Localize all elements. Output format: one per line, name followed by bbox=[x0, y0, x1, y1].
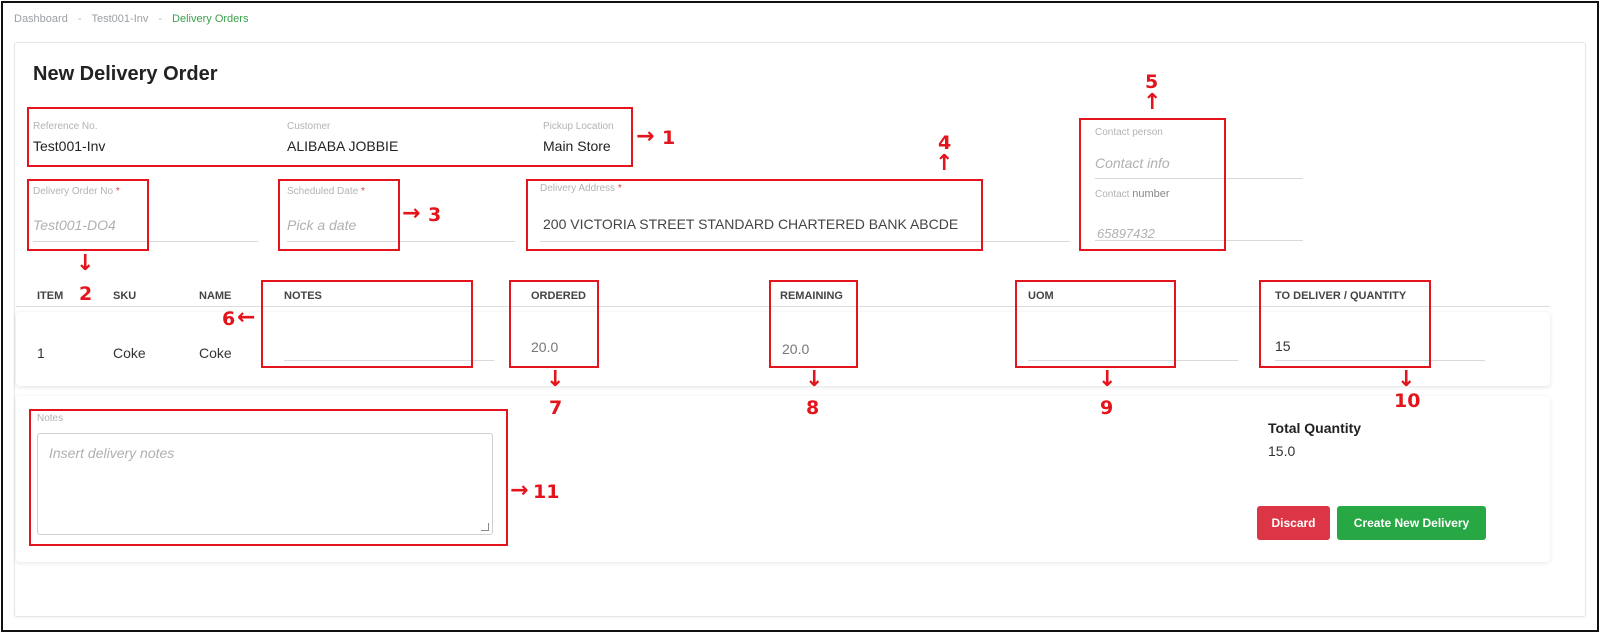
total-quantity-label: Total Quantity bbox=[1268, 420, 1362, 436]
col-header-notes: NOTES bbox=[284, 290, 322, 302]
delivery-address-label: Delivery Address * bbox=[540, 183, 622, 194]
annotation-arrow-right-icon: → bbox=[510, 478, 529, 503]
annotation-box-8 bbox=[769, 280, 858, 368]
breadcrumb-dashboard[interactable]: Dashboard bbox=[14, 13, 68, 25]
annotation-arrow-down-icon: ↓ bbox=[546, 367, 565, 392]
annotation-arrow-left-icon: ← bbox=[237, 305, 256, 330]
reference-label: Reference No. bbox=[33, 121, 98, 132]
notes-label: Notes bbox=[37, 413, 64, 424]
customer-label: Customer bbox=[287, 121, 331, 132]
col-header-remaining: REMAINING bbox=[780, 290, 843, 302]
table-header-divider bbox=[16, 306, 1550, 307]
scheduled-date-underline bbox=[287, 241, 515, 242]
col-header-to-deliver: TO DELIVER / QUANTITY bbox=[1275, 290, 1407, 302]
table-row bbox=[16, 312, 1550, 386]
contact-number-label: Contact number bbox=[1095, 188, 1170, 200]
annotation-arrow-down-icon: ↓ bbox=[76, 251, 95, 276]
annotation-number-2: 2 bbox=[79, 283, 93, 305]
resize-grip-icon[interactable] bbox=[481, 523, 489, 531]
annotation-number-6: 6 bbox=[222, 308, 236, 330]
annotation-number-1: 1 bbox=[662, 127, 676, 149]
page-title: New Delivery Order bbox=[33, 63, 218, 85]
annotation-arrow-right-icon: → bbox=[636, 124, 655, 149]
row-remaining: 20.0 bbox=[782, 341, 810, 357]
pickup-location-label: Pickup Location bbox=[543, 121, 614, 132]
annotation-arrow-right-icon: → bbox=[402, 201, 421, 226]
row-uom-underline bbox=[1028, 360, 1238, 361]
annotation-arrow-down-icon: ↓ bbox=[1098, 367, 1117, 392]
contact-person-input[interactable]: Contact info bbox=[1095, 155, 1170, 171]
annotation-box-1 bbox=[27, 107, 633, 167]
annotation-number-11: 11 bbox=[533, 481, 560, 503]
delivery-notes-textarea[interactable]: Insert delivery notes bbox=[37, 433, 493, 535]
scheduled-date-input[interactable]: Pick a date bbox=[287, 217, 357, 233]
delivery-address-input[interactable]: 200 VICTORIA STREET STANDARD CHARTERED B… bbox=[543, 216, 959, 232]
scheduled-date-label: Scheduled Date * bbox=[287, 186, 365, 197]
customer-value: ALIBABA JOBBIE bbox=[287, 138, 399, 154]
delivery-notes-placeholder: Insert delivery notes bbox=[49, 445, 175, 461]
annotation-number-3: 3 bbox=[428, 204, 442, 226]
row-notes-underline bbox=[284, 360, 494, 361]
row-item: 1 bbox=[37, 345, 45, 361]
annotation-arrow-down-icon: ↓ bbox=[805, 367, 824, 392]
row-sku: Coke bbox=[113, 345, 146, 361]
col-header-item: ITEM bbox=[37, 290, 64, 302]
annotation-box-5 bbox=[1079, 118, 1226, 251]
breadcrumb-delivery-orders[interactable]: Delivery Orders bbox=[172, 13, 249, 25]
col-header-sku: SKU bbox=[113, 290, 137, 302]
annotation-number-9: 9 bbox=[1100, 397, 1114, 419]
annotation-box-3 bbox=[278, 179, 400, 251]
contact-number-underline bbox=[1095, 240, 1303, 241]
pickup-location-value: Main Store bbox=[543, 138, 611, 154]
annotation-number-10: 10 bbox=[1394, 390, 1421, 412]
delivery-order-no-input[interactable]: Test001-DO4 bbox=[33, 217, 116, 233]
annotation-number-5: 5 bbox=[1145, 71, 1159, 93]
col-header-name: NAME bbox=[199, 290, 232, 302]
breadcrumb: Dashboard - Test001-Inv - Delivery Order… bbox=[14, 13, 248, 25]
create-new-delivery-button[interactable]: Create New Delivery bbox=[1337, 506, 1486, 540]
reference-value: Test001-Inv bbox=[33, 138, 106, 154]
col-header-ordered: ORDERED bbox=[531, 290, 587, 302]
delivery-address-underline bbox=[540, 241, 1070, 242]
annotation-box-10 bbox=[1259, 280, 1431, 368]
annotation-arrow-up-icon: ↑ bbox=[1143, 90, 1162, 115]
delivery-order-no-underline bbox=[33, 241, 258, 242]
row-ordered: 20.0 bbox=[531, 339, 559, 355]
row-name: Coke bbox=[199, 345, 232, 361]
discard-button[interactable]: Discard bbox=[1257, 506, 1330, 540]
breadcrumb-separator: - bbox=[158, 13, 163, 25]
breadcrumb-invoice[interactable]: Test001-Inv bbox=[91, 13, 149, 25]
annotation-box-2 bbox=[27, 179, 149, 251]
col-header-uom: UOM bbox=[1028, 290, 1054, 302]
annotation-box-9 bbox=[1015, 280, 1176, 368]
annotation-box-11 bbox=[29, 409, 508, 546]
annotation-box-4 bbox=[526, 179, 983, 251]
annotation-box-6 bbox=[261, 280, 473, 368]
annotation-arrow-down-icon: ↓ bbox=[1397, 367, 1416, 392]
annotation-number-8: 8 bbox=[806, 397, 820, 419]
contact-number-input[interactable]: 65897432 bbox=[1097, 226, 1155, 241]
row-to-deliver-input[interactable]: 15 bbox=[1275, 338, 1291, 354]
total-quantity-value: 15.0 bbox=[1268, 443, 1296, 459]
annotation-box-7 bbox=[509, 280, 599, 368]
contact-person-underline bbox=[1095, 178, 1303, 179]
row-to-deliver-underline bbox=[1275, 360, 1485, 361]
delivery-order-no-label: Delivery Order No * bbox=[33, 186, 120, 197]
annotation-arrow-up-icon: ↑ bbox=[935, 151, 954, 176]
annotation-number-7: 7 bbox=[549, 397, 563, 419]
annotation-number-4: 4 bbox=[938, 132, 952, 154]
breadcrumb-separator: - bbox=[77, 13, 82, 25]
contact-person-label: Contact person bbox=[1095, 127, 1163, 138]
